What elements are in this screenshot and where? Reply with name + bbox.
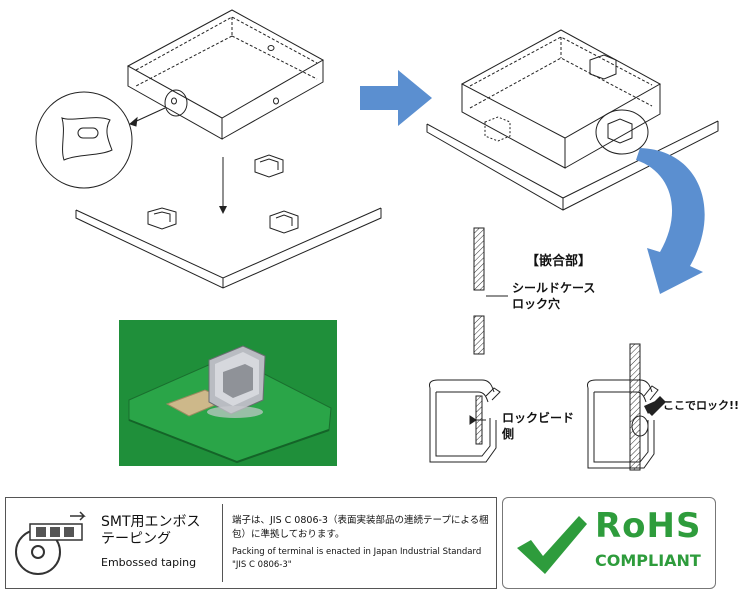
clip-photo <box>119 320 337 466</box>
checkmark-icon <box>517 516 587 574</box>
rohs-badge: RoHS COMPLIANT <box>502 497 716 589</box>
taping-subtitle: Embossed taping <box>101 556 197 569</box>
shield-case-lock-hole-label: シールドケース ロック穴 <box>512 281 596 311</box>
section-clip-right <box>587 343 659 471</box>
fitting-part-label: 【嵌合部】 <box>526 254 592 269</box>
embossed-taping-panel: SMT用エンボス テーピング Embossed taping 端子は、JIS C… <box>5 497 497 589</box>
taping-description-jp: 端子は、JIS C 0806-3（表面実装部品の連続テープによる梱包）に準拠して… <box>232 515 489 540</box>
pcb-board-left <box>75 154 382 289</box>
lock-here-label: ここでロック!! <box>663 399 740 412</box>
lock-pointer-icon <box>644 396 666 416</box>
taping-divider <box>222 504 223 582</box>
shield-case-left <box>126 9 325 140</box>
section-clip-left <box>429 379 501 463</box>
tape-reel-icon <box>15 511 86 575</box>
lock-bead-side-label: ロックビード 側 <box>502 411 575 441</box>
taping-title: SMT用エンボス テーピング <box>101 514 201 547</box>
magnified-hole-circle <box>35 91 166 189</box>
flow-arrow-curved <box>636 148 705 294</box>
assembled-case <box>426 29 719 211</box>
flow-arrow-right <box>360 70 432 126</box>
taping-description-en: Packing of terminal is enacted in Japan … <box>232 547 482 570</box>
section-plate <box>473 227 508 355</box>
rohs-title: RoHS <box>595 506 702 546</box>
rohs-subtitle: COMPLIANT <box>595 551 701 570</box>
